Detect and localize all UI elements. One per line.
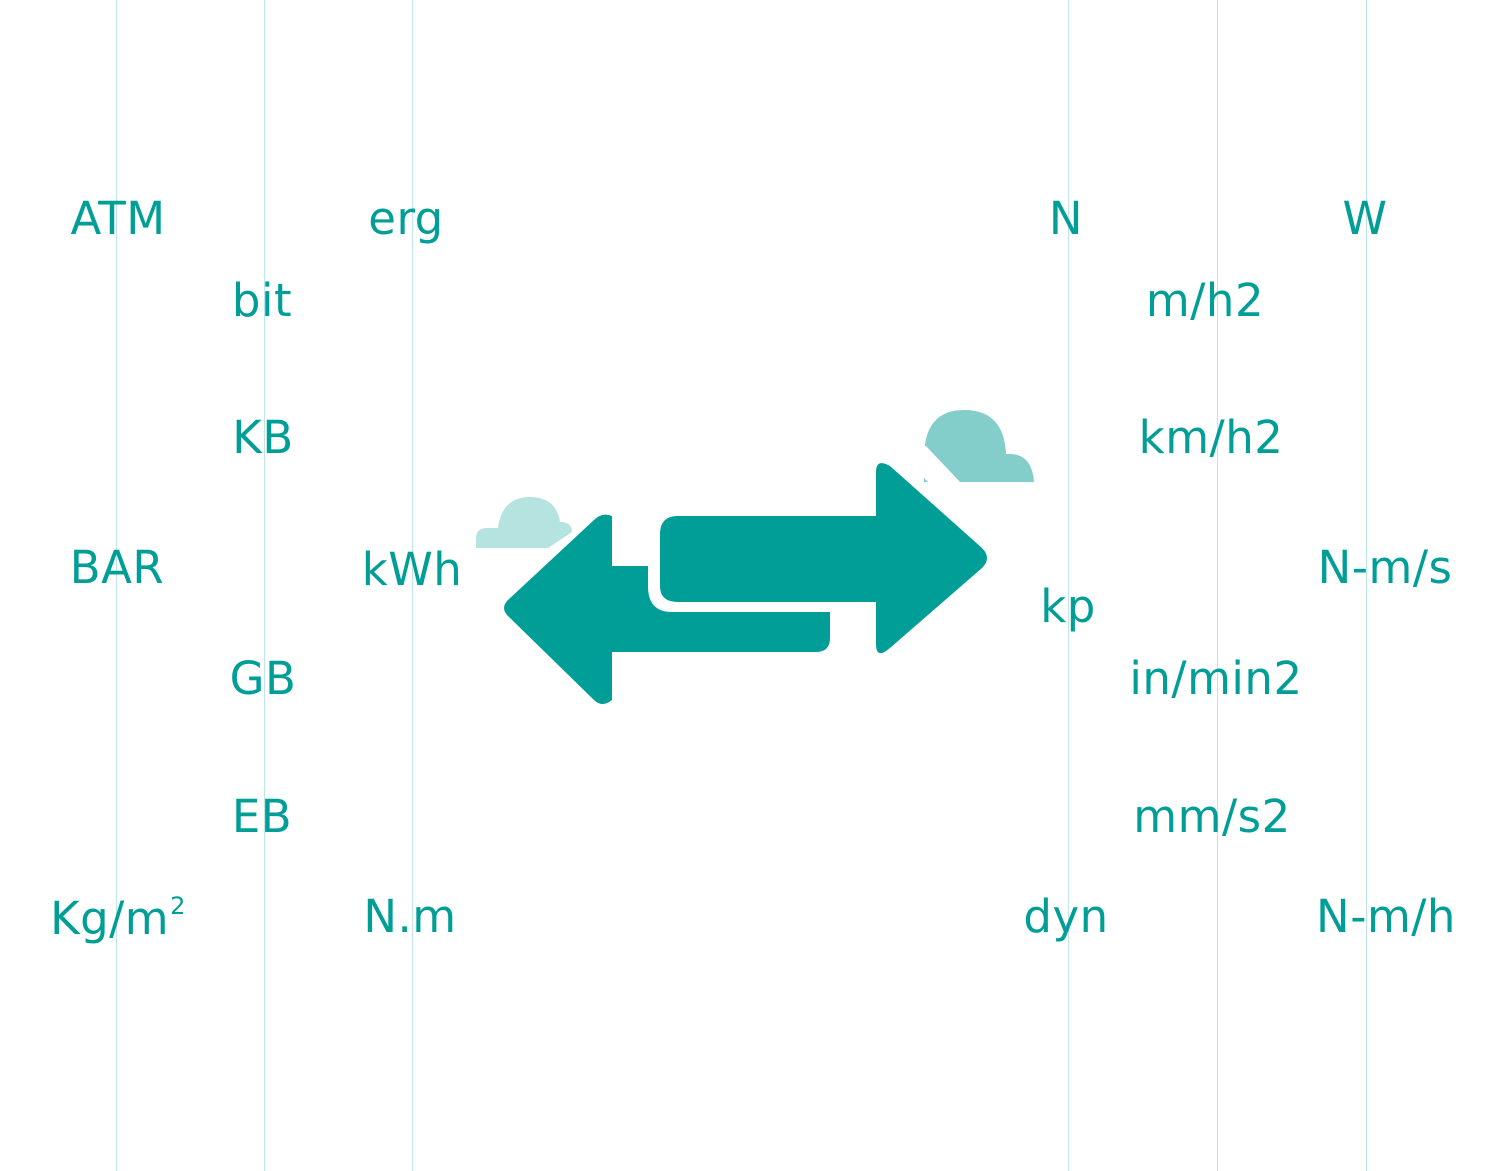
unit-label-w: W (1342, 192, 1388, 245)
unit-label-mm-per-s2: mm/s2 (1133, 790, 1291, 843)
unit-label-n-m-per-s: N-m/s (1317, 541, 1453, 594)
superscript: 2 (170, 892, 186, 920)
unit-label-gb: GB (229, 652, 297, 705)
cloud-icon (476, 497, 572, 548)
unit-label-n: N (1048, 192, 1084, 245)
right-arrow-icon (660, 463, 987, 654)
guide-line (1217, 0, 1218, 1171)
unit-label-in-per-min2: in/min2 (1129, 652, 1303, 705)
guide-line (1366, 0, 1367, 1171)
unit-label-kp: kp (1040, 580, 1096, 633)
unit-label-erg: erg (368, 192, 444, 245)
unit-label-bit: bit (231, 274, 293, 327)
unit-label-kg-per-m2: Kg/m2 (50, 894, 186, 941)
unit-label-kwh: kWh (361, 543, 463, 596)
unit-label-kg-per-m2-base: Kg/m (50, 892, 170, 945)
unit-label-atm: ATM (70, 192, 166, 245)
unit-label-m-per-h2: m/h2 (1145, 274, 1265, 327)
left-arrow-icon (504, 514, 830, 704)
guide-line (264, 0, 265, 1171)
unit-label-newton-metre: N.m (363, 890, 457, 943)
unit-label-kb: KB (232, 411, 294, 464)
unit-label-n-m-per-h: N-m/h (1316, 890, 1456, 943)
guide-line (116, 0, 117, 1171)
unit-label-bar: BAR (69, 541, 165, 594)
unit-label-km-per-h2: km/h2 (1138, 411, 1284, 464)
guide-line (1068, 0, 1069, 1171)
unit-label-dyn: dyn (1023, 890, 1109, 943)
guide-line (412, 0, 413, 1171)
cloud-icon (924, 410, 1034, 482)
unit-label-eb: EB (231, 790, 293, 843)
